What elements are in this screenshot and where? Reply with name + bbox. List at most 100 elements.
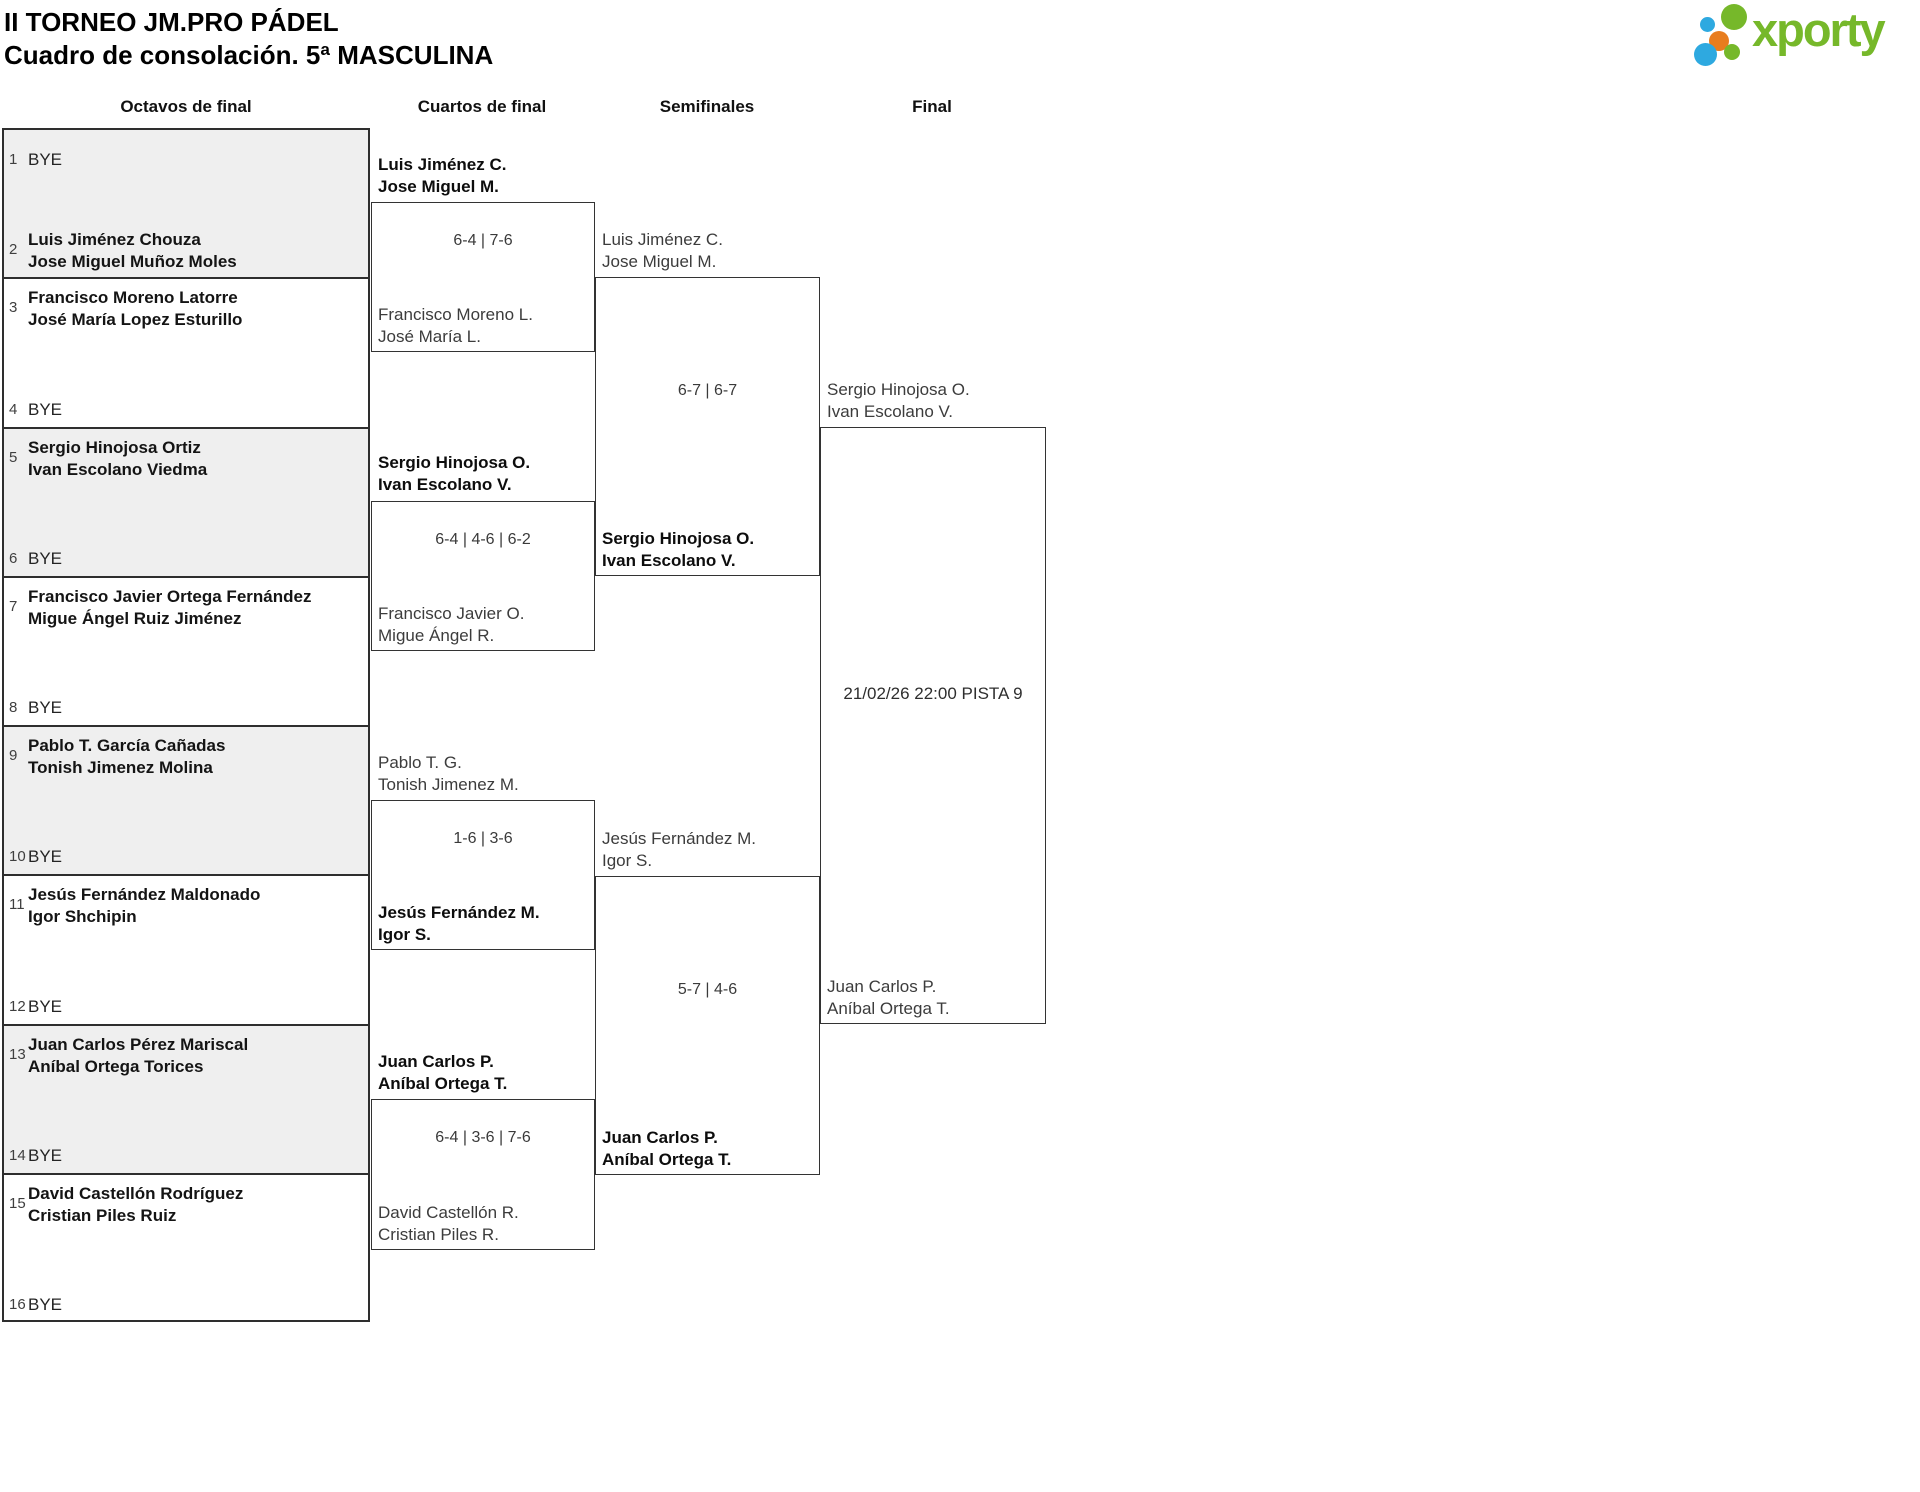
team-name: BYE [28, 1146, 63, 1165]
qf2-top-team: Sergio Hinojosa O. Ivan Escolano V. [378, 453, 531, 494]
player-name: Migue Ángel Ruiz Jiménez [28, 609, 242, 628]
seed-number: 3 [9, 299, 18, 316]
page-title-block: II TORNEO JM.PRO PÁDEL Cuadro de consola… [4, 6, 493, 72]
final-top-team: Sergio Hinojosa O. Ivan Escolano V. [827, 380, 970, 421]
sf1-bottom-team: Sergio Hinojosa O. Ivan Escolano V. [602, 529, 755, 570]
r1-divider-2 [2, 427, 370, 429]
round-header-semifinales: Semifinales [659, 97, 755, 116]
qf4-bottom-team: David Castellón R. Cristian Piles R. [378, 1203, 519, 1244]
qf3-score: 1-6 | 3-6 [453, 830, 513, 847]
seed-number: 12 [9, 998, 26, 1015]
octavos-entry-14: 14 BYE [2, 1145, 370, 1167]
r1-match5-shading [2, 725, 370, 874]
player-name: José María Lopez Esturillo [28, 310, 243, 329]
octavos-entry-1: 1 BYE [2, 149, 370, 171]
player-name: Ivan Escolano Viedma [28, 460, 208, 479]
octavos-entry-7: 7 Francisco Javier Ortega Fernández Migu… [2, 586, 370, 630]
sf1-score: 6-7 | 6-7 [677, 382, 738, 399]
octavos-entry-9: 9 Pablo T. García Cañadas Tonish Jimenez… [2, 735, 370, 779]
team-name: BYE [28, 1295, 63, 1314]
sf1-top-team: Luis Jiménez C. Jose Miguel M. [602, 230, 723, 271]
team-name: BYE [28, 549, 63, 568]
seed-number: 14 [9, 1147, 26, 1164]
logo-dot-blue-small [1700, 17, 1715, 32]
player-name: Cristian Piles Ruiz [28, 1206, 177, 1225]
player-name: Francisco Javier Ortega Fernández [28, 587, 312, 606]
seed-number: 5 [9, 449, 18, 466]
player-name: Jesús Fernández Maldonado [28, 885, 261, 904]
final-match-box [820, 427, 1046, 1024]
player-name: Jose Miguel Muñoz Moles [28, 252, 237, 271]
seed-number: 11 [9, 896, 25, 913]
qf1-score: 6-4 | 7-6 [453, 232, 513, 249]
round-header-cuartos: Cuartos de final [417, 97, 547, 116]
qf2-bottom-team: Francisco Javier O. Migue Ángel R. [378, 604, 525, 645]
player-name: Juan Carlos Pérez Mariscal [28, 1035, 249, 1054]
qf3-top-team: Pablo T. G. Tonish Jimenez M. [378, 753, 519, 794]
qf3-bottom-team: Jesús Fernández M. Igor S. [378, 903, 540, 944]
final-bottom-team: Juan Carlos P. Aníbal Ortega T. [827, 977, 950, 1018]
logo-wordmark: xporty [1752, 3, 1886, 56]
qf1-match-box [371, 202, 595, 352]
player-name: Sergio Hinojosa Ortiz [28, 438, 201, 457]
octavos-entry-8: 8 BYE [2, 697, 370, 719]
seed-number: 15 [9, 1195, 26, 1212]
sf2-match-box [595, 876, 820, 1175]
sf2-top-team: Jesús Fernández M. Igor S. [602, 829, 757, 870]
qf4-match-box [371, 1099, 595, 1250]
xporty-logo[interactable]: xporty [1690, 0, 1920, 78]
team-name: BYE [28, 150, 63, 169]
octavos-entry-16: 16 BYE [2, 1294, 370, 1316]
octavos-entry-13: 13 Juan Carlos Pérez Mariscal Aníbal Ort… [2, 1034, 370, 1078]
seed-number: 6 [9, 550, 18, 567]
seed-number: 2 [9, 241, 18, 258]
octavos-entry-3: 3 Francisco Moreno Latorre José María Lo… [2, 287, 370, 331]
logo-dot-green-small [1724, 44, 1740, 60]
octavos-entry-5: 5 Sergio Hinojosa Ortiz Ivan Escolano Vi… [2, 437, 370, 481]
player-name: Pablo T. García Cañadas [28, 736, 226, 755]
r1-divider-5 [2, 874, 370, 876]
r1-divider-4 [2, 725, 370, 727]
sf2-bottom-team: Juan Carlos P. Aníbal Ortega T. [602, 1128, 732, 1169]
player-name: David Castellón Rodríguez [28, 1184, 244, 1203]
seed-number: 13 [9, 1046, 26, 1063]
bracket-subtitle: Cuadro de consolación. 5ª MASCULINA [4, 40, 494, 70]
qf2-score: 6-4 | 4-6 | 6-2 [435, 531, 531, 548]
player-name: Aníbal Ortega Torices [28, 1057, 204, 1076]
r1-match7-shading [2, 1024, 370, 1173]
round-header-final: Final [912, 97, 952, 116]
octavos-entry-10: 10 BYE [2, 846, 370, 868]
qf4-top-team: Juan Carlos P. Aníbal Ortega T. [378, 1052, 508, 1093]
round-header-octavos: Octavos de final [120, 97, 252, 116]
r1-match3-shading [2, 427, 370, 576]
seed-number: 8 [9, 699, 18, 716]
octavos-entry-15: 15 David Castellón Rodríguez Cristian Pi… [2, 1183, 370, 1227]
r1-divider-3 [2, 576, 370, 578]
final-schedule: 21/02/26 22:00 PISTA 9 [843, 684, 1023, 703]
r1-divider-7 [2, 1173, 370, 1175]
player-name: Luis Jiménez Chouza [28, 230, 201, 249]
team-name: BYE [28, 698, 63, 717]
team-name: BYE [28, 847, 63, 866]
octavos-entry-6: 6 BYE [2, 548, 370, 570]
sf1-match-box [595, 277, 820, 576]
team-name: BYE [28, 997, 63, 1016]
qf4-score: 6-4 | 3-6 | 7-6 [435, 1129, 531, 1146]
seed-number: 4 [9, 401, 18, 418]
seed-number: 7 [9, 598, 18, 615]
logo-dot-green-large [1721, 4, 1747, 30]
team-name: BYE [28, 400, 63, 419]
player-name: Francisco Moreno Latorre [28, 288, 238, 307]
r1-divider-1 [2, 277, 370, 279]
seed-number: 9 [9, 747, 18, 764]
seed-number: 10 [9, 848, 26, 865]
qf3-match-box [371, 800, 595, 950]
r1-divider-6 [2, 1024, 370, 1026]
octavos-entry-4: 4 BYE [2, 399, 370, 421]
sf2-score: 5-7 | 4-6 [677, 981, 738, 998]
qf1-top-team: Luis Jiménez C. Jose Miguel M. [378, 155, 507, 196]
r1-match1-shading [2, 128, 370, 277]
octavos-entry-11: 11 Jesús Fernández Maldonado Igor Shchip… [2, 884, 370, 928]
seed-number: 16 [9, 1296, 26, 1313]
octavos-entry-2: 2 Luis Jiménez Chouza Jose Miguel Muñoz … [2, 229, 370, 273]
